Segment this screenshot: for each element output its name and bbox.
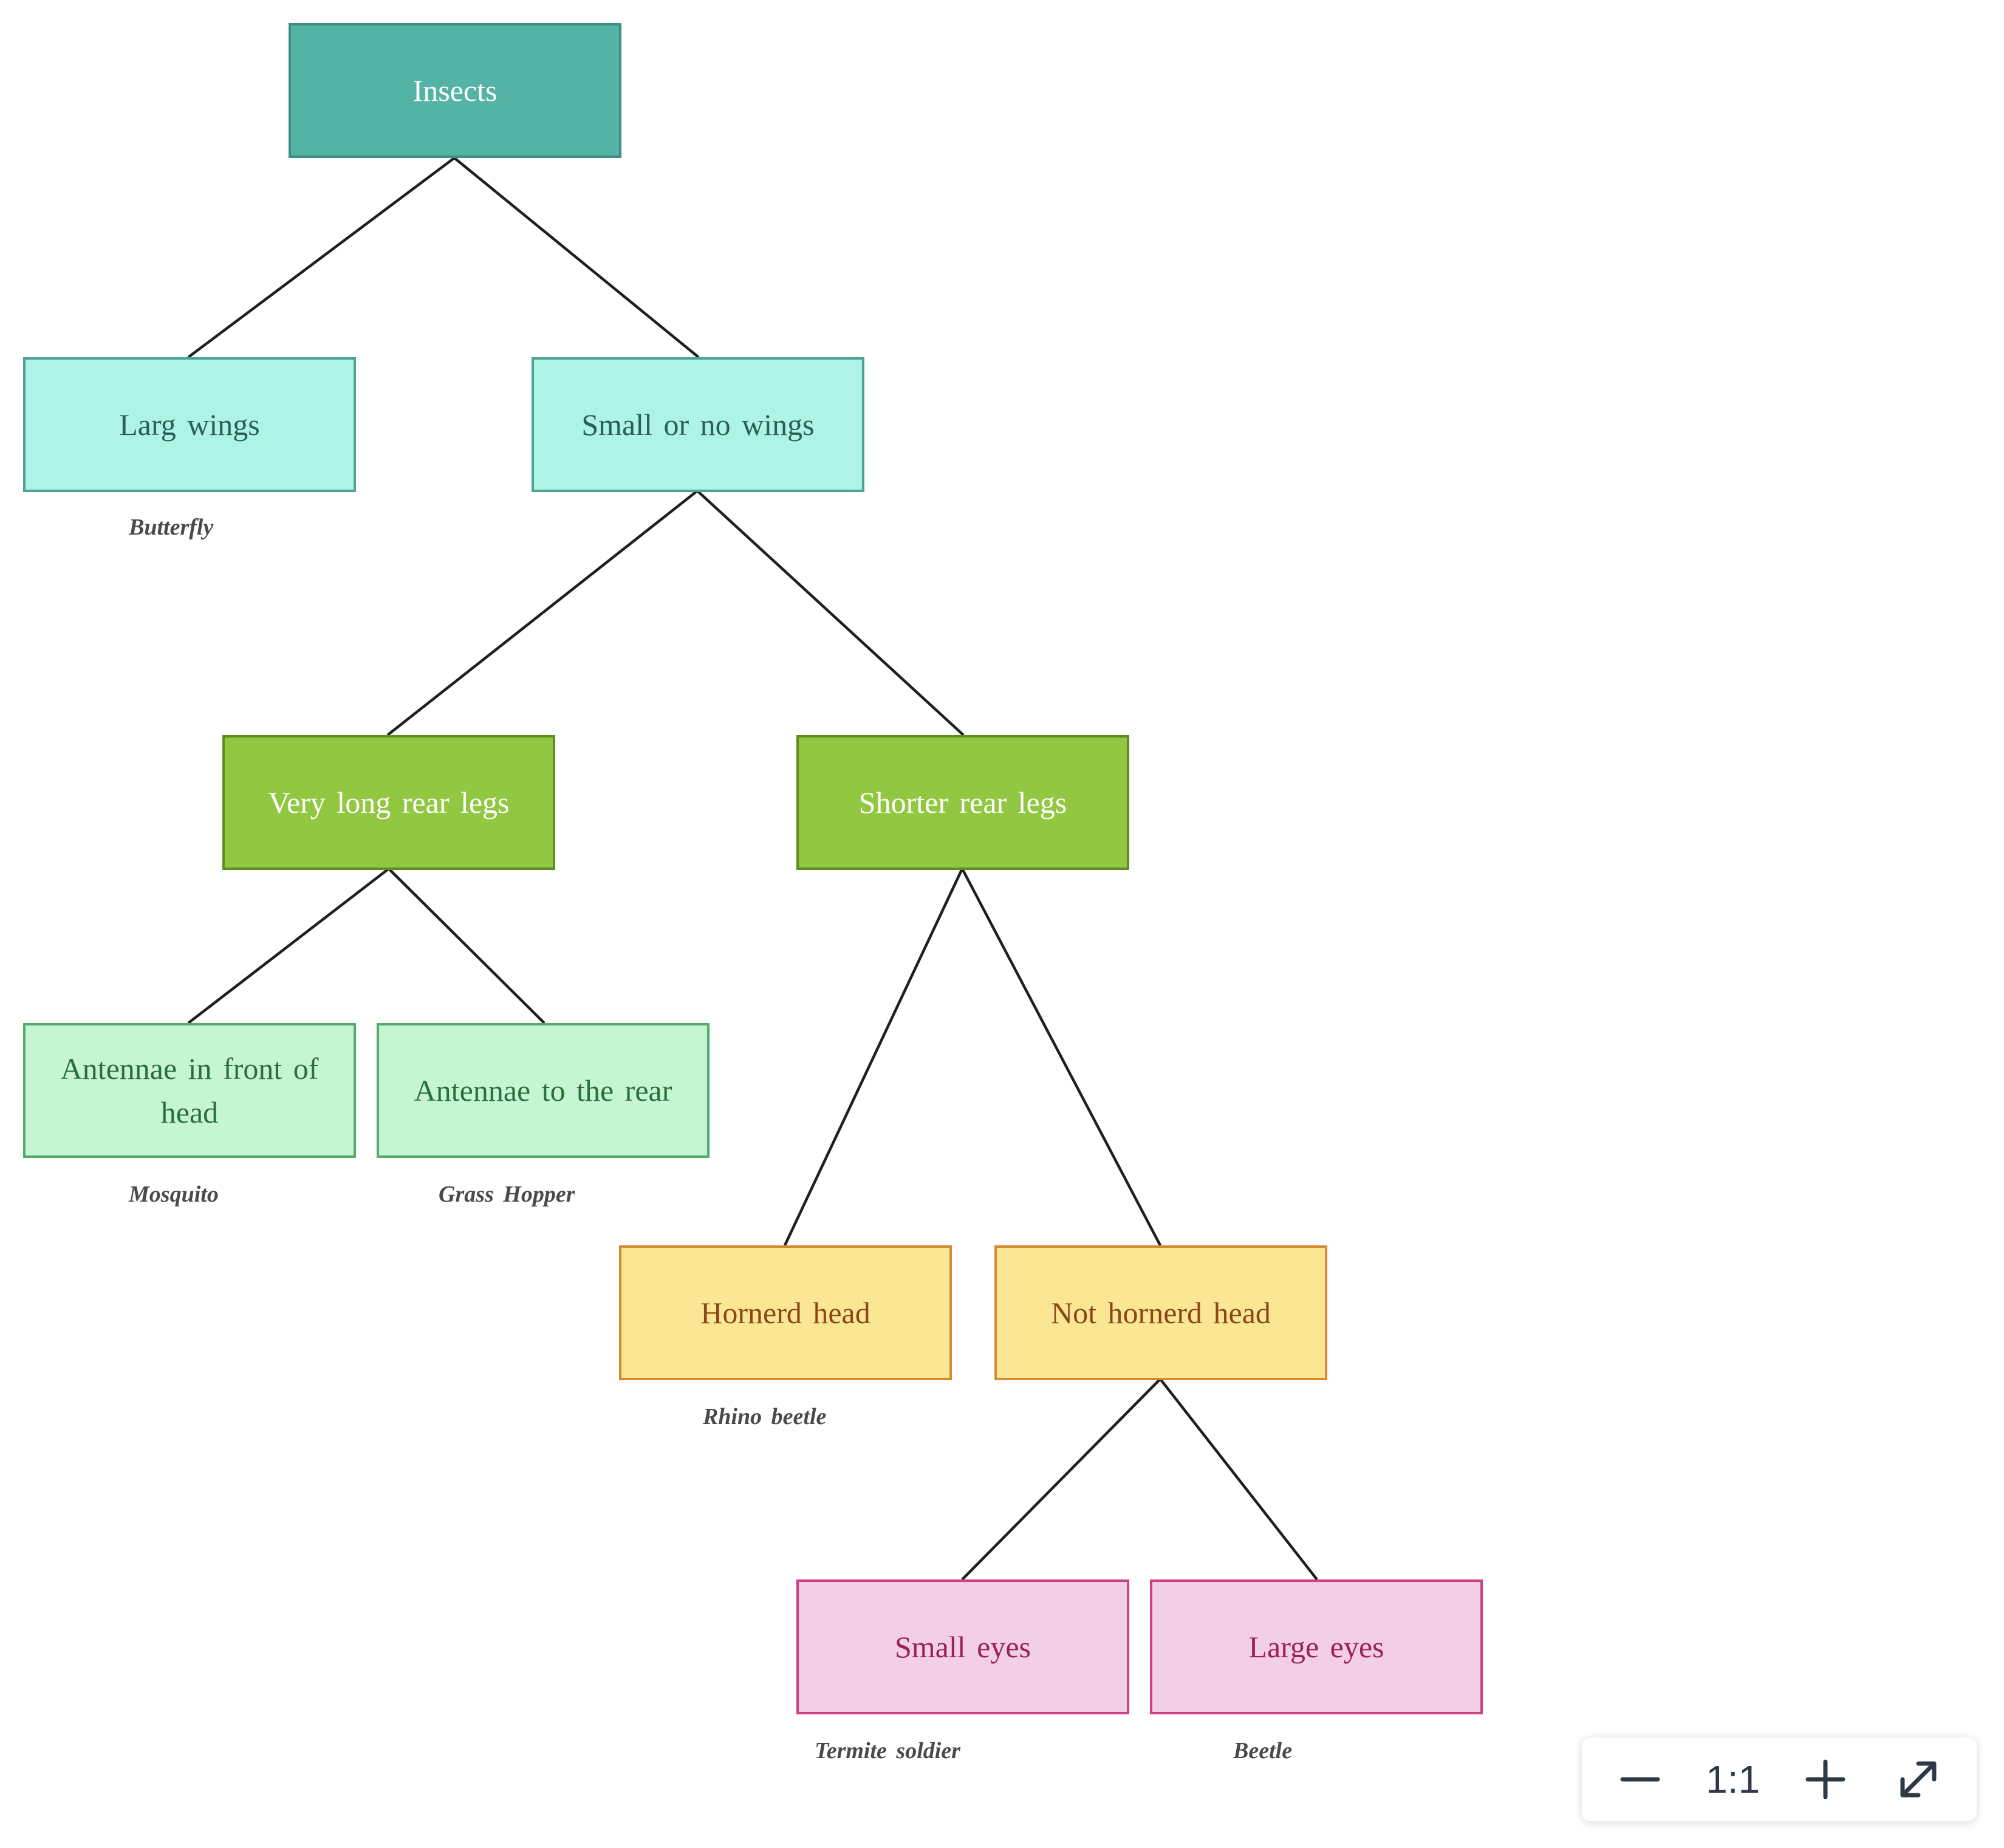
- edge-short-legs-not-horned-head: [961, 868, 1161, 1247]
- node-label: Very long rear legs: [268, 785, 510, 820]
- zoom-toolbar: 1:1: [1582, 1737, 1977, 1821]
- node-label: Small eyes: [894, 1629, 1031, 1664]
- node-label: Large eyes: [1248, 1629, 1384, 1664]
- node-antennae-rear[interactable]: Antennae to the rear: [377, 1023, 710, 1158]
- node-not-horned-head[interactable]: Not hornerd head: [994, 1245, 1327, 1380]
- zoom-reset-button[interactable]: 1:1: [1697, 1749, 1770, 1810]
- node-label: Larg wings: [119, 407, 260, 442]
- node-small-wings[interactable]: Small or no wings: [532, 357, 864, 492]
- example-beetle: Beetle: [1233, 1738, 1293, 1764]
- edge-not-horned-large-eyes: [1159, 1378, 1318, 1581]
- edge-not-horned-small-eyes: [961, 1378, 1161, 1581]
- node-label: Antennae in front of head: [60, 1051, 319, 1130]
- fullscreen-button[interactable]: [1882, 1749, 1955, 1810]
- zoom-out-button[interactable]: [1604, 1749, 1677, 1810]
- minus-icon: [1620, 1777, 1660, 1782]
- zoom-in-button[interactable]: [1789, 1749, 1862, 1810]
- example-termite-soldier: Termite soldier: [815, 1738, 960, 1764]
- edge-short-legs-horned-head: [783, 868, 964, 1246]
- node-insects[interactable]: Insects: [289, 23, 621, 158]
- node-antennae-front[interactable]: Antennae in front of head: [23, 1023, 356, 1158]
- node-label: Small or no wings: [581, 407, 815, 442]
- edge-small-wings-long-legs: [386, 490, 699, 736]
- example-butterfly: Butterfly: [129, 515, 214, 540]
- node-label: Not hornerd head: [1051, 1295, 1271, 1330]
- node-large-eyes[interactable]: Large eyes: [1150, 1579, 1483, 1714]
- plus-icon: [1805, 1759, 1845, 1799]
- node-label: Antennae to the rear: [414, 1073, 672, 1107]
- node-label: Insects: [412, 73, 498, 108]
- node-small-eyes[interactable]: Small eyes: [796, 1579, 1129, 1714]
- node-label: Hornerd head: [700, 1295, 870, 1330]
- node-horned-head[interactable]: Hornerd head: [619, 1245, 952, 1380]
- node-large-wings[interactable]: Larg wings: [23, 357, 356, 492]
- edge-long-legs-antennae-front: [187, 868, 390, 1024]
- edge-insects-small-wings: [453, 157, 700, 358]
- node-label: Shorter rear legs: [858, 785, 1067, 820]
- example-mosquito: Mosquito: [129, 1182, 219, 1207]
- edge-insects-large-wings: [187, 157, 456, 358]
- zoom-level-label: 1:1: [1706, 1757, 1760, 1801]
- example-rhino-beetle: Rhino beetle: [703, 1404, 827, 1429]
- expand-icon: [1900, 1761, 1937, 1798]
- edge-long-legs-antennae-rear: [388, 868, 545, 1024]
- example-grasshopper: Grass Hopper: [439, 1182, 575, 1207]
- node-short-legs[interactable]: Shorter rear legs: [796, 735, 1129, 870]
- edge-small-wings-short-legs: [696, 490, 965, 736]
- node-long-legs[interactable]: Very long rear legs: [222, 735, 555, 870]
